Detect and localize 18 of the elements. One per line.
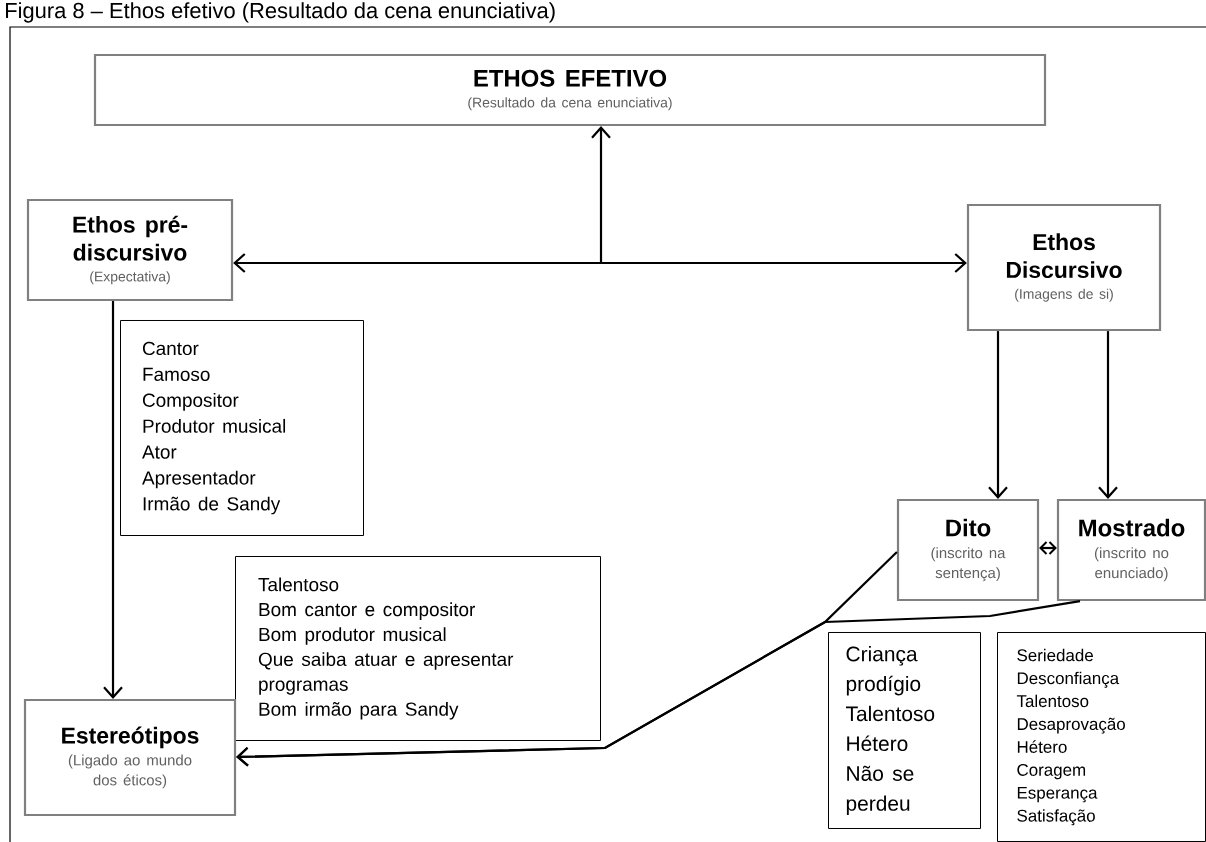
list-box: Cantor Famoso Compositor Produtor musical Ator Apresentador Irmão de Sandy	[120, 320, 364, 536]
list-box: Talentoso Bom cantor e compositor Bom produtor musical Que saiba atuar e apresentar programas Bom irmão para Sandy	[235, 556, 601, 741]
list-box: Seriedade Desconfiança Talentoso Desaprovação Hétero Coragem Esperança Satisfação	[997, 632, 1206, 842]
concept-box: Estereótipos (Ligado ao mundo dos éticos)	[23, 698, 237, 817]
figure-title: Figura 8 – Ethos efetivo (Resultado da cena enunciativa)	[6, 2, 555, 23]
arrow	[1039, 541, 1057, 555]
arrow	[591, 126, 611, 263]
concept-box: Ethos Discursivo (Imagens de si)	[966, 203, 1162, 332]
concept-box: Dito (inscrito na sentença)	[896, 498, 1040, 602]
arrow	[103, 301, 123, 699]
arrow	[1098, 331, 1118, 499]
concept-box: ETHOS EFETIVO (Resultado da cena enunciativa)	[93, 53, 1047, 127]
concept-box: Mostrado (inscrito no enunciado)	[1056, 498, 1206, 602]
arrow	[236, 600, 1081, 767]
concept-box: Ethos pré-discursivo (Expectativa)	[26, 198, 234, 302]
list-box: Criança prodígio Talentoso Hétero Não se perdeu	[828, 632, 981, 829]
arrow	[988, 331, 1008, 499]
arrow	[233, 253, 967, 273]
